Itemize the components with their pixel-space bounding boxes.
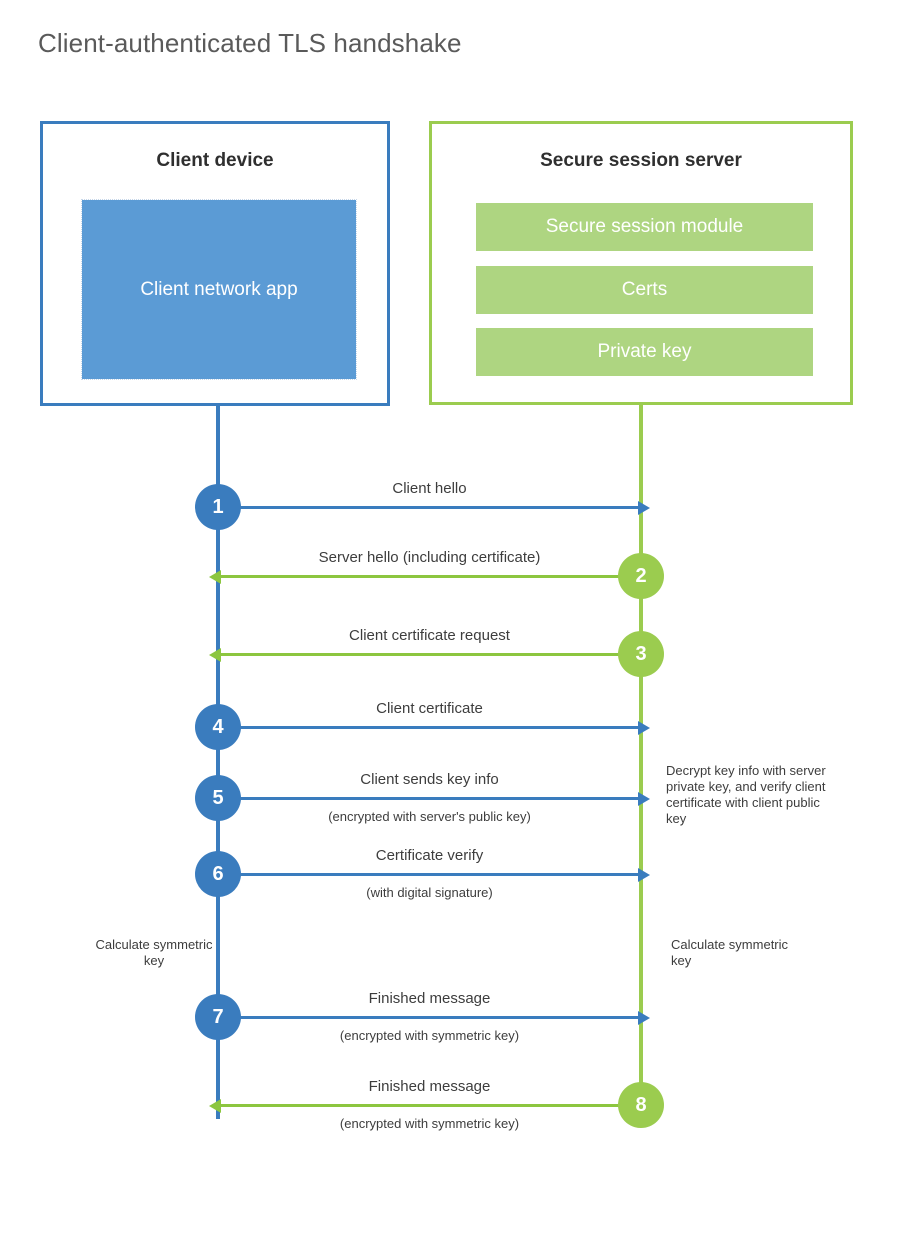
step-circle-5: 5 [195,775,241,821]
step-circle-4: 4 [195,704,241,750]
message-arrow-4 [220,720,650,735]
arrowhead-icon [638,720,650,735]
message-arrow-5 [220,791,650,806]
secure-session-server-box: Secure session server Secure session mod… [429,121,853,405]
arrowhead-icon [638,500,650,515]
arrowhead-icon [209,647,221,662]
message-label-2: Server hello (including certificate) [318,549,541,566]
server-lifeline [639,404,643,1105]
step-circle-3: 3 [618,631,664,677]
step-circle-1: 1 [195,484,241,530]
message-sublabel-7: (encrypted with symmetric key) [339,1028,520,1043]
secure-session-server-title: Secure session server [540,150,742,171]
message-label-6: Certificate verify [375,847,484,864]
message-arrow-8 [209,1098,639,1113]
client-device-box: Client device Client network app [40,121,390,406]
arrowhead-icon [638,867,650,882]
step-circle-2: 2 [618,553,664,599]
message-label-7: Finished message [368,990,491,1007]
message-label-8: Finished message [368,1078,491,1095]
message-sublabel-8: (encrypted with symmetric key) [339,1116,520,1131]
arrowhead-icon [209,569,221,584]
message-label-5: Client sends key info [360,771,499,788]
message-arrow-6 [220,867,650,882]
message-label-1: Client hello [392,480,467,497]
step-circle-8: 8 [618,1082,664,1128]
step-circle-7: 7 [195,994,241,1040]
message-arrow-3 [209,647,639,662]
message-arrow-2 [209,569,639,584]
message-sublabel-5: (encrypted with server's public key) [328,809,531,824]
server-component-certs: Certs [476,266,813,314]
server-component-secure-session-module: Secure session module [476,203,813,251]
note-decrypt-key-info: Decrypt key info with server private key… [666,763,826,826]
message-label-3: Client certificate request [349,627,510,644]
server-component-private-key: Private key [476,328,813,376]
arrowhead-icon [638,1010,650,1025]
client-lifeline [216,405,220,1119]
message-sublabel-6: (with digital signature) [366,885,493,900]
message-arrow-1 [220,500,650,515]
page-title: Client-authenticated TLS handshake [38,28,462,58]
message-label-4: Client certificate [376,700,483,717]
message-arrow-7 [220,1010,650,1025]
client-network-app-block: Client network app [81,199,357,380]
arrowhead-icon [209,1098,221,1113]
client-device-title: Client device [156,150,274,171]
arrowhead-icon [638,791,650,806]
step-circle-6: 6 [195,851,241,897]
note-calculate-symmetric-key-server: Calculate symmetric key [671,937,789,968]
note-calculate-symmetric-key-client: Calculate symmetric key [95,937,213,968]
